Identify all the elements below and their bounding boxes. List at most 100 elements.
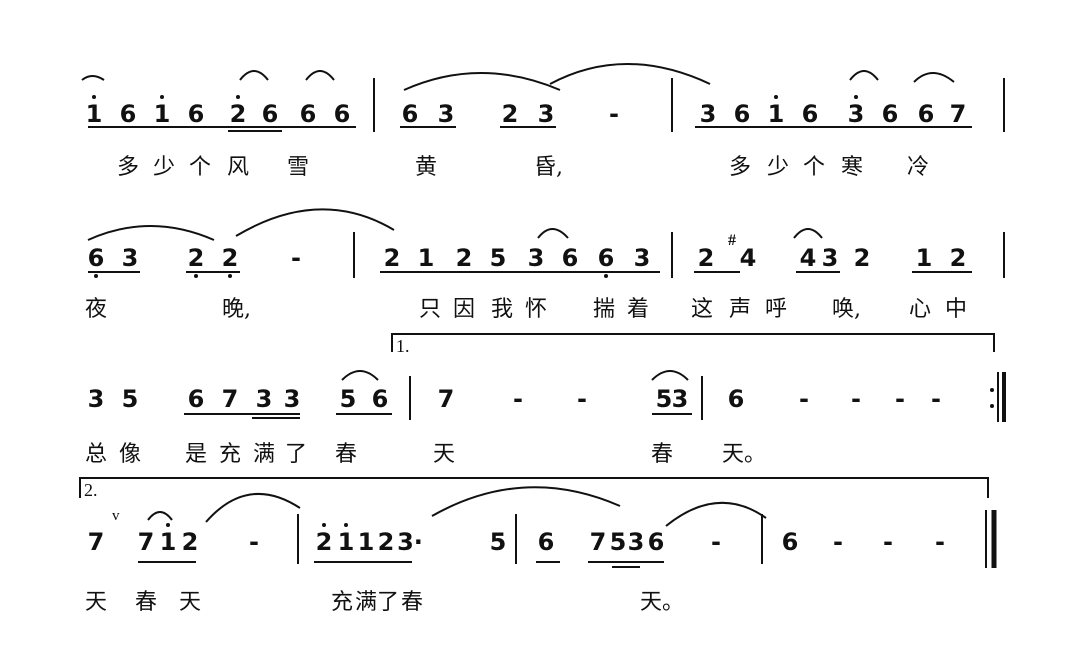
note: 6 <box>733 100 751 128</box>
volta-1-label: 1. <box>396 336 410 356</box>
note: 5 <box>489 528 507 556</box>
note: 5 <box>121 385 139 413</box>
note: 5 <box>489 244 507 272</box>
note: 2 <box>229 100 247 128</box>
note: 1 <box>337 528 355 556</box>
lyric: 只 <box>418 297 441 322</box>
lyric: 怀 <box>524 297 547 322</box>
lyric: 少 <box>766 155 789 180</box>
lyric: 夜 <box>84 297 107 322</box>
lyric: 天。 <box>722 442 767 467</box>
lyric: 冷 <box>906 155 929 180</box>
sharp-sign: # <box>728 232 736 249</box>
note: 6 <box>299 100 317 128</box>
lyric: 多 <box>728 155 751 180</box>
lyric: 春 <box>134 590 157 615</box>
octave-dot <box>228 274 232 278</box>
note: 3 <box>437 100 455 128</box>
note: 4 <box>799 244 817 272</box>
note: 3 <box>121 244 139 272</box>
dash: - <box>513 385 523 413</box>
lyric: 了 <box>376 590 399 615</box>
note: 3 <box>821 244 839 272</box>
lyric: 心 <box>908 297 931 322</box>
lyric: 像 <box>118 442 141 467</box>
lyric: 少 <box>152 155 175 180</box>
note: 2 <box>181 528 199 556</box>
note: 2 <box>455 244 473 272</box>
note: 7 <box>221 385 239 413</box>
lyric: 总 <box>84 442 107 467</box>
lyric: 充 <box>218 442 241 467</box>
lyric: 声 <box>728 297 751 322</box>
lyric: 满 <box>354 590 377 615</box>
octave-dot <box>166 523 170 527</box>
note: 3 <box>537 100 555 128</box>
note: 6 <box>781 528 799 556</box>
note: 3 <box>847 100 865 128</box>
lyric: 天。 <box>640 590 685 615</box>
dash: - <box>799 385 809 413</box>
note: 3 <box>87 385 105 413</box>
note: 2 <box>315 528 333 556</box>
note: 3 <box>255 385 273 413</box>
octave-dot <box>322 523 326 527</box>
dash: - <box>577 385 587 413</box>
lyric: 充 <box>330 590 353 615</box>
lyric: 了 <box>284 442 307 467</box>
note: 3 <box>699 100 717 128</box>
octave-dot <box>160 95 164 99</box>
lyric: 中 <box>944 297 967 322</box>
dash: - <box>833 528 843 556</box>
note: 2 <box>501 100 519 128</box>
lyric: 因 <box>452 297 475 322</box>
lyric: 天 <box>432 442 455 467</box>
dash: - <box>935 528 945 556</box>
note: 1 <box>153 100 171 128</box>
lyric: 着 <box>626 297 649 322</box>
breath-mark: v <box>112 508 120 524</box>
note: 2 <box>383 244 401 272</box>
lyric: 晚, <box>222 297 251 322</box>
note: 6 <box>647 528 665 556</box>
octave-dot <box>604 274 608 278</box>
note: 2 <box>187 244 205 272</box>
dash: - <box>931 385 941 413</box>
octave-dot <box>194 274 198 278</box>
note: 2 <box>221 244 239 272</box>
lyric: 昏, <box>534 155 563 180</box>
octave-dot <box>344 523 348 527</box>
dash: - <box>895 385 905 413</box>
note: 2 <box>697 244 715 272</box>
lyric: 春 <box>400 590 423 615</box>
octave-dot <box>92 95 96 99</box>
dash: - <box>851 385 861 413</box>
note: 1 <box>915 244 933 272</box>
note: 6 <box>597 244 615 272</box>
dash: - <box>291 244 301 272</box>
dash: - <box>883 528 893 556</box>
octave-dot <box>854 95 858 99</box>
dash: - <box>609 100 619 128</box>
note: 7 <box>137 528 155 556</box>
note: 6 <box>917 100 935 128</box>
octave-dot <box>236 95 240 99</box>
note: 3 <box>527 244 545 272</box>
lyric: 天 <box>178 590 201 615</box>
note: 6 <box>881 100 899 128</box>
lyric: 黄 <box>414 155 437 180</box>
note: 1 <box>357 528 375 556</box>
note: 1 <box>417 244 435 272</box>
octave-dot <box>94 274 98 278</box>
note: 6 <box>371 385 389 413</box>
lyric: 寒 <box>840 155 863 180</box>
note: 7 <box>437 385 455 413</box>
note: 3 <box>671 385 689 413</box>
note: 5 <box>655 385 673 413</box>
note: 6 <box>401 100 419 128</box>
note: 7 <box>949 100 967 128</box>
dash: - <box>249 528 259 556</box>
lyric: 雪 <box>286 155 309 180</box>
